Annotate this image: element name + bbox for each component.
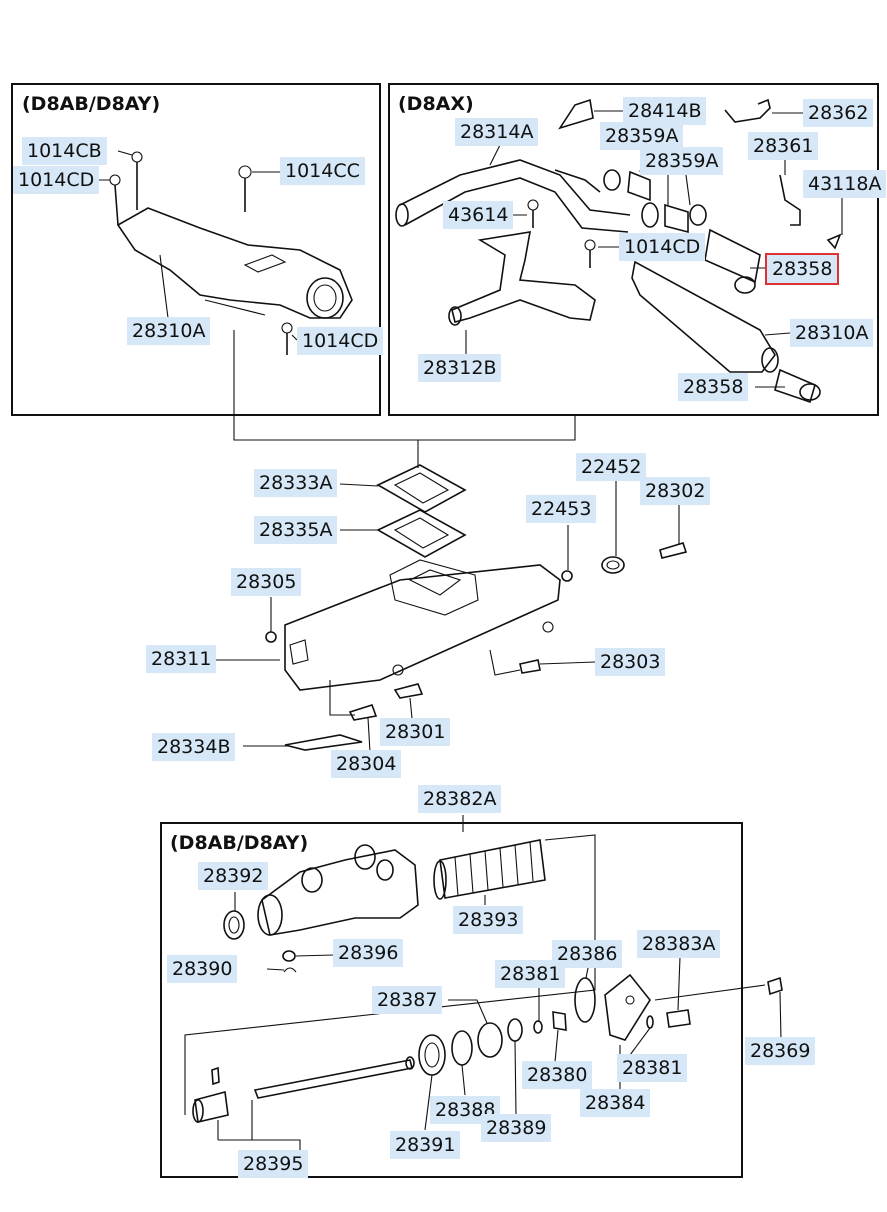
boot-28393 bbox=[433, 839, 546, 900]
callout-28396[interactable]: 28396 bbox=[333, 939, 404, 967]
callout-28381[interactable]: 28381 bbox=[495, 960, 566, 988]
callout-28380[interactable]: 28380 bbox=[522, 1061, 593, 1089]
leader-lines-bottom bbox=[217, 892, 782, 1150]
callout-28395[interactable]: 28395 bbox=[238, 1150, 309, 1178]
callout-28390[interactable]: 28390 bbox=[167, 955, 238, 983]
panel-d8ab-d8ay-top bbox=[11, 83, 381, 416]
callout-28303[interactable]: 28303 bbox=[595, 648, 666, 676]
leader-lines-middle bbox=[212, 480, 680, 753]
callout-28311[interactable]: 28311 bbox=[146, 645, 217, 673]
callout-1014cd[interactable]: 1014CD bbox=[297, 327, 384, 355]
boot-bracket-line bbox=[184, 834, 596, 1115]
callout-28383a[interactable]: 28383A bbox=[637, 930, 721, 958]
manifold-28311 bbox=[284, 559, 561, 716]
callout-28334b[interactable]: 28334B bbox=[152, 733, 236, 761]
panel-d8ax bbox=[388, 83, 879, 416]
callout-28381[interactable]: 28381 bbox=[617, 1054, 688, 1082]
leader-lines-top-right bbox=[465, 110, 843, 388]
panel-d8ab-d8ay-bottom bbox=[160, 822, 743, 1178]
panel-title-top-left: (D8AB/D8AY) bbox=[22, 93, 161, 115]
elbow-28312b bbox=[448, 231, 596, 326]
panel-title-bottom: (D8AB/D8AY) bbox=[170, 832, 309, 854]
callout-28335a[interactable]: 28335A bbox=[254, 516, 338, 544]
callout-28358-highlighted[interactable]: 28358 bbox=[764, 253, 840, 285]
callout-1014cd[interactable]: 1014CD bbox=[619, 233, 706, 261]
callout-28387[interactable]: 28387 bbox=[372, 986, 443, 1014]
callout-43614[interactable]: 43614 bbox=[443, 201, 514, 229]
callout-28369[interactable]: 28369 bbox=[745, 1037, 816, 1065]
callout-1014cb[interactable]: 1014CB bbox=[22, 137, 107, 165]
intake-housing-left bbox=[109, 151, 353, 355]
callout-28304[interactable]: 28304 bbox=[331, 750, 402, 778]
callout-43118a[interactable]: 43118A bbox=[803, 170, 887, 198]
callout-28414b[interactable]: 28414B bbox=[623, 97, 707, 125]
leader-28369-line bbox=[654, 984, 766, 1001]
gasket-28333a bbox=[376, 464, 467, 513]
callout-28382a[interactable]: 28382A bbox=[418, 785, 502, 813]
callout-28391[interactable]: 28391 bbox=[390, 1131, 461, 1159]
callout-28312b[interactable]: 28312B bbox=[418, 354, 502, 382]
callout-1014cd[interactable]: 1014CD bbox=[13, 166, 100, 194]
callout-28314a[interactable]: 28314A bbox=[455, 118, 539, 146]
callout-28359a[interactable]: 28359A bbox=[600, 122, 684, 150]
callout-22453[interactable]: 22453 bbox=[526, 495, 597, 523]
panel-connector bbox=[233, 330, 576, 441]
callout-22452[interactable]: 22452 bbox=[576, 453, 647, 481]
air-pipe-28314a bbox=[395, 159, 631, 233]
tube-28310a-right bbox=[631, 260, 821, 404]
callout-28333a[interactable]: 28333A bbox=[254, 469, 338, 497]
leader-lines-top-left bbox=[93, 150, 298, 341]
callout-28361[interactable]: 28361 bbox=[748, 132, 819, 160]
housing-bottom bbox=[223, 844, 419, 973]
callout-28392[interactable]: 28392 bbox=[198, 862, 269, 890]
callout-28310a[interactable]: 28310A bbox=[790, 319, 874, 347]
gasket-28335a bbox=[376, 509, 467, 558]
callout-28305[interactable]: 28305 bbox=[231, 568, 302, 596]
shaft-28395 bbox=[192, 1056, 415, 1123]
callout-28310a[interactable]: 28310A bbox=[127, 317, 211, 345]
hoses-and-clamps bbox=[603, 169, 761, 294]
callout-28362[interactable]: 28362 bbox=[803, 99, 874, 127]
bracket-28362-28361 bbox=[527, 98, 842, 268]
callout-28389[interactable]: 28389 bbox=[481, 1114, 552, 1142]
callout-28358[interactable]: 28358 bbox=[678, 373, 749, 401]
callout-28393[interactable]: 28393 bbox=[453, 906, 524, 934]
callout-28302[interactable]: 28302 bbox=[640, 477, 711, 505]
callout-28359a[interactable]: 28359A bbox=[640, 147, 724, 175]
panel-title-top-right: (D8AX) bbox=[398, 93, 474, 115]
small-hardware-middle bbox=[265, 542, 688, 751]
callout-28301[interactable]: 28301 bbox=[380, 718, 451, 746]
callout-1014cc[interactable]: 1014CC bbox=[280, 157, 365, 185]
callout-28384[interactable]: 28384 bbox=[580, 1089, 651, 1117]
